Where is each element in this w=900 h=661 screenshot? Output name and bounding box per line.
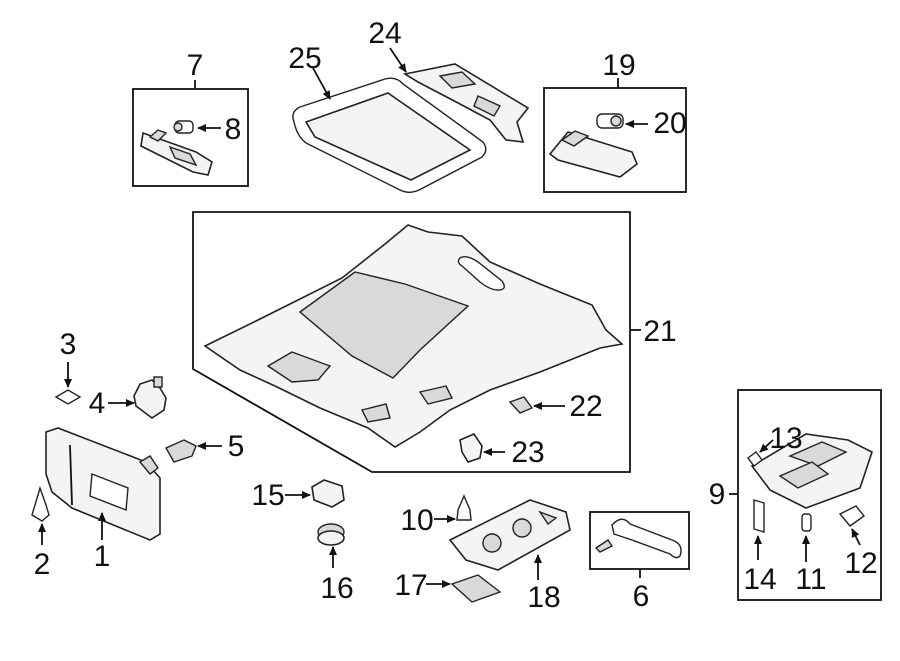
group-19 <box>543 78 687 193</box>
bulb-8 <box>173 120 194 134</box>
map-light-housing <box>140 129 213 176</box>
lens-14 <box>753 499 765 560</box>
plug-3 <box>54 362 82 405</box>
callout-19: 19 <box>602 49 635 82</box>
sunroof-seal <box>292 67 487 193</box>
group-7 <box>132 80 249 187</box>
group-9-frame <box>737 389 882 601</box>
callout-20: 20 <box>653 107 686 140</box>
dome-lamp-housing <box>548 130 638 178</box>
callout-16: 16 <box>320 572 353 605</box>
callout-13: 13 <box>769 422 802 455</box>
callout-14: 14 <box>743 563 776 596</box>
headliner <box>203 224 624 448</box>
headliner-frame <box>192 211 631 473</box>
callout-6: 6 <box>633 580 650 613</box>
overhead-console <box>448 499 571 580</box>
callout-2: 2 <box>34 548 51 581</box>
bulb-20 <box>596 113 624 129</box>
callout-12: 12 <box>844 547 877 580</box>
callout-11: 11 <box>795 563 826 596</box>
group-19-frame <box>543 87 687 193</box>
callout-labels: 1 2 3 4 5 6 7 8 9 10 11 12 13 14 15 16 1… <box>34 17 878 614</box>
callout-18: 18 <box>527 581 560 614</box>
callout-5: 5 <box>228 430 245 463</box>
callout-4: 4 <box>89 387 106 420</box>
callout-9: 9 <box>709 478 726 511</box>
callout-17: 17 <box>394 569 427 602</box>
group-7-frame <box>132 88 249 187</box>
callout-8: 8 <box>225 113 242 146</box>
sun-visor <box>45 427 161 541</box>
callout-21: 21 <box>643 315 676 348</box>
console-lamp-housing <box>750 433 873 509</box>
visor-bracket-4 <box>108 376 167 419</box>
switch-15 <box>285 479 345 508</box>
grab-handle <box>594 518 682 559</box>
callout-25: 25 <box>288 42 321 75</box>
group-6 <box>589 511 690 578</box>
callout-23: 23 <box>511 436 544 469</box>
group-9 <box>729 389 882 601</box>
bracket-24 <box>389 47 530 143</box>
bulb-11 <box>801 513 812 562</box>
screw-2 <box>31 485 50 545</box>
clip-22 <box>508 396 565 414</box>
bulb-12 <box>838 505 866 546</box>
cover-5 <box>165 439 222 463</box>
clip-23 <box>459 433 505 463</box>
lens-17 <box>426 574 502 603</box>
callout-15: 15 <box>251 479 284 512</box>
callout-24: 24 <box>368 17 401 50</box>
screw-10 <box>434 494 472 523</box>
callout-7: 7 <box>187 49 204 82</box>
callout-1: 1 <box>94 540 111 573</box>
sensor-16 <box>317 523 345 568</box>
headliner-group <box>192 211 641 473</box>
callout-3: 3 <box>60 328 77 361</box>
clip-13 <box>747 439 774 467</box>
callout-10: 10 <box>400 504 433 537</box>
callout-22: 22 <box>569 390 602 423</box>
